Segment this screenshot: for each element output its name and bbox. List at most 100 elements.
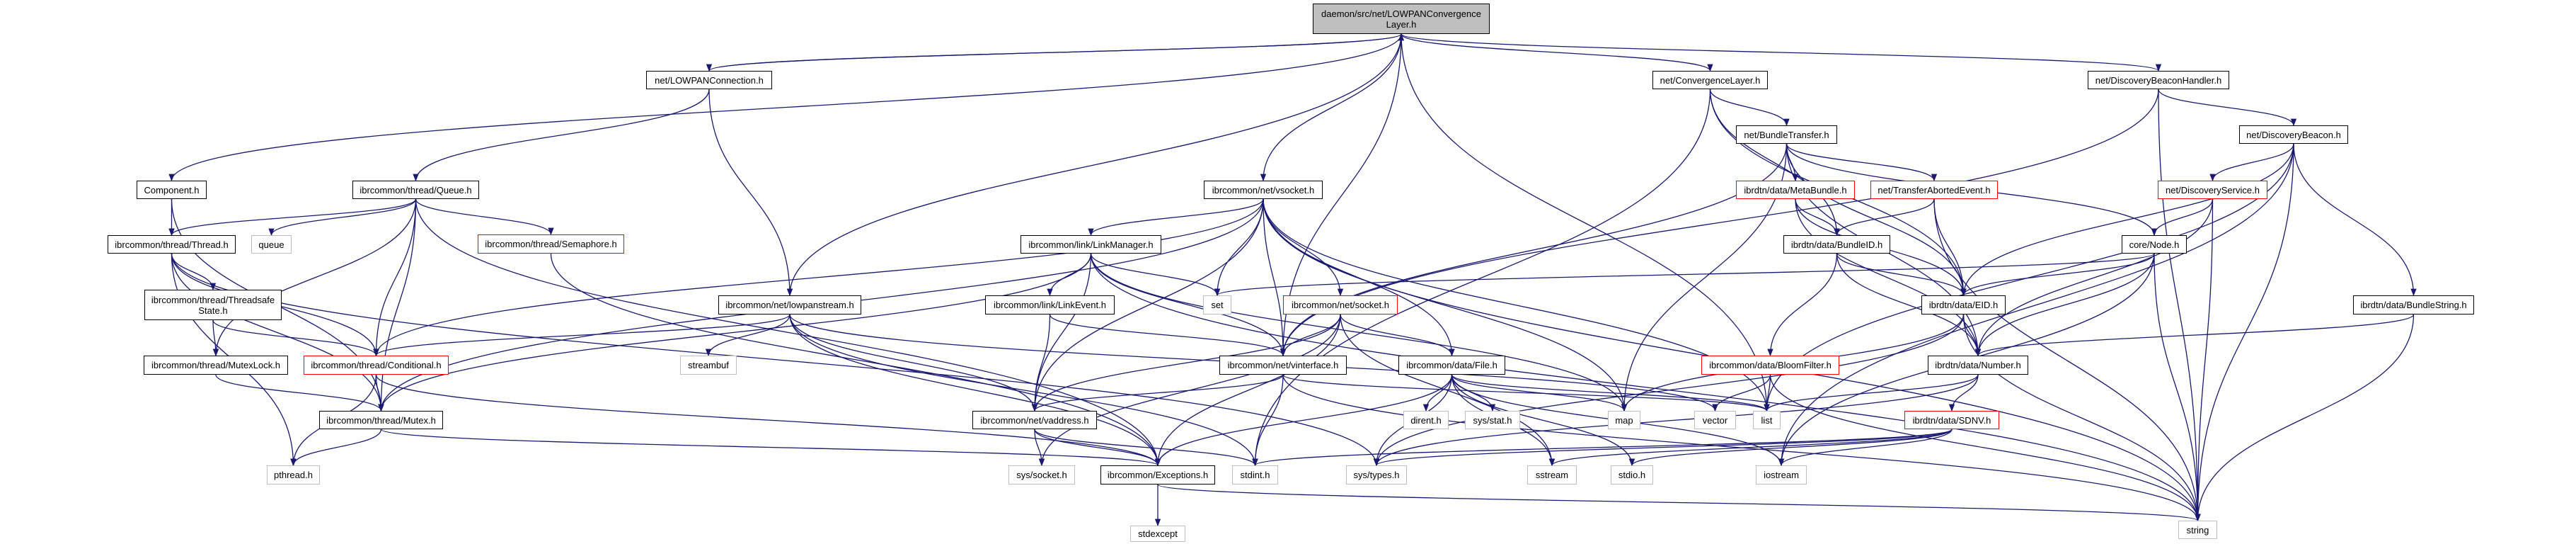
node-discovery-beacon-handler[interactable]: net/DiscoveryBeaconHandler.h <box>2088 71 2229 89</box>
edge-dservice-to-node <box>2151 198 2214 237</box>
node-bundle-string[interactable]: ibrdtn/data/BundleString.h <box>2353 295 2474 314</box>
node-streambuf: streambuf <box>680 356 737 375</box>
edge-mutexlock-to-mutex <box>215 374 384 412</box>
edge-mutex-to-pthread <box>290 429 382 467</box>
node-list: list <box>1753 411 1781 429</box>
edge-dservice-to-string <box>2195 198 2214 522</box>
node-socket[interactable]: ibrcommon/net/socket.h <box>1283 295 1398 314</box>
node-core-node[interactable]: core/Node.h <box>2122 235 2187 254</box>
node-discovery-service[interactable]: net/DiscoveryService.h <box>2158 181 2267 199</box>
edge-bundleid-to-bloomfilter <box>1767 253 1838 357</box>
edge-vsocket-to-vinterface <box>1263 198 1287 357</box>
node-conditional[interactable]: ibrcommon/thread/Conditional.h <box>304 356 449 375</box>
edge-dbeacon-to-dservice <box>2209 143 2294 182</box>
edge-tsstate-to-mutexlock <box>212 319 219 357</box>
edge-queue_h-to-exceptions <box>415 198 1161 467</box>
node-threadsafe-state[interactable]: ibrcommon/thread/Threadsafe State.h <box>144 290 282 320</box>
node-linkevent[interactable]: ibrcommon/link/LinkEvent.h <box>985 295 1115 314</box>
edge-file-to-map <box>1451 374 1628 412</box>
node-sys-stat: sys/stat.h <box>1465 411 1520 429</box>
edge-dbhandler-to-dbeacon <box>2158 89 2297 127</box>
edge-socket-to-exceptions <box>1154 314 1341 467</box>
edge-node-to-set <box>1214 253 2155 297</box>
node-mutex[interactable]: ibrcommon/thread/Mutex.h <box>319 411 443 429</box>
edge-root-to-dbhandler <box>1401 33 2161 72</box>
node-bundle-transfer[interactable]: net/BundleTransfer.h <box>1736 125 1837 144</box>
node-vaddress[interactable]: ibrcommon/net/vaddress.h <box>972 411 1097 429</box>
node-file[interactable]: ibrcommon/data/File.h <box>1398 356 1505 375</box>
edge-lowpanstream-to-streambuf <box>705 314 790 357</box>
edge-dbeacon-to-bundlestring <box>2293 143 2417 297</box>
node-thread[interactable]: ibrcommon/thread/Thread.h <box>108 235 236 254</box>
edge-bundletransfer-to-transferaborted <box>1786 143 1938 182</box>
node-mutexlock[interactable]: ibrcommon/thread/MutexLock.h <box>144 356 288 375</box>
edge-semaphore-to-exceptions <box>550 253 1161 467</box>
node-vinterface[interactable]: ibrcommon/net/vinterface.h <box>1219 356 1347 375</box>
edge-root-to-component <box>168 33 1402 182</box>
edge-queue_h-to-queue <box>268 198 417 237</box>
edge-vaddress-to-exceptions <box>1034 429 1161 467</box>
node-semaphore[interactable]: ibrcommon/thread/Semaphore.h <box>478 234 624 254</box>
edge-file-to-stdio <box>1451 374 1635 467</box>
edge-bloomfilter-to-vector <box>1712 374 1771 412</box>
node-transfer-aborted-event[interactable]: net/TransferAbortedEvent.h <box>1870 181 1998 199</box>
edge-thread-to-mutex <box>171 253 384 412</box>
edge-node-to-eid <box>1960 253 2155 297</box>
edge-lowpanconn-to-queue_h <box>413 89 710 182</box>
edge-number-to-sdnv <box>1948 374 1979 412</box>
node-component[interactable]: Component.h <box>137 181 207 199</box>
edge-metabundle-to-number <box>1795 198 1982 357</box>
edge-lowpanstream-to-conditional <box>373 314 790 357</box>
node-queue-h[interactable]: ibrcommon/thread/Queue.h <box>352 181 479 199</box>
edge-eid-to-number <box>1962 314 1982 357</box>
edge-dbeacon-to-eid <box>1960 143 2294 297</box>
node-eid[interactable]: ibrdtn/data/EID.h <box>1921 295 2006 314</box>
node-root[interactable]: daemon/src/net/LOWPANConvergence Layer.h <box>1313 4 1490 34</box>
node-stdint: stdint.h <box>1232 465 1278 484</box>
edge-bloomfilter-to-string <box>1769 374 2201 522</box>
node-bloomfilter[interactable]: ibrcommon/data/BloomFilter.h <box>1701 356 1839 375</box>
edge-queue_h-to-conditional <box>373 198 417 357</box>
node-vsocket[interactable]: ibrcommon/net/vsocket.h <box>1204 181 1323 199</box>
edge-convlayer-to-bundletransfer <box>1709 89 1790 127</box>
edge-number-to-list <box>1764 374 1979 412</box>
edge-number-to-systypes <box>1373 374 1979 467</box>
edge-socket-to-vaddress <box>1031 314 1341 412</box>
edge-eid-to-systypes <box>1373 314 1965 467</box>
edge-linkmanager-to-vinterface <box>1090 253 1287 357</box>
node-exceptions[interactable]: ibrcommon/Exceptions.h <box>1100 465 1215 484</box>
node-discovery-beacon[interactable]: net/DiscoveryBeacon.h <box>2239 125 2348 144</box>
edge-file-to-exceptions <box>1154 374 1453 467</box>
edge-file-to-list <box>1451 374 1770 412</box>
node-convergence-layer[interactable]: net/ConvergenceLayer.h <box>1652 71 1768 89</box>
edge-conditional-to-exceptions <box>375 374 1161 467</box>
node-sdnv[interactable]: ibrdtn/data/SDNV.h <box>1904 411 1999 429</box>
node-vector: vector <box>1694 411 1736 429</box>
edge-linkmanager-to-vaddress <box>1031 253 1092 412</box>
node-linkmanager[interactable]: ibrcommon/link/LinkManager.h <box>1020 235 1161 254</box>
edge-vinterface-to-vaddress <box>1031 374 1284 412</box>
node-number[interactable]: ibrdtn/data/Number.h <box>1928 356 2028 375</box>
edge-lowpanconn-to-lowpanstream <box>708 89 793 297</box>
edge-vinterface-to-stdint <box>1252 374 1284 467</box>
node-sstream: sstream <box>1527 465 1577 484</box>
edge-root-to-lowpanstream <box>786 33 1402 297</box>
edge-exceptions-to-string <box>1157 484 2201 522</box>
edge-tsstate-to-conditional <box>212 319 379 357</box>
node-sys-types: sys/types.h <box>1346 465 1407 484</box>
edge-dbeacon-to-iostream <box>1778 143 2294 467</box>
node-lowpanconnection[interactable]: net/LOWPANConnection.h <box>646 71 772 89</box>
node-metabundle[interactable]: ibrdtn/data/MetaBundle.h <box>1736 181 1855 199</box>
node-iostream: iostream <box>1756 465 1807 484</box>
edge-queue_h-to-thread <box>168 198 417 237</box>
node-map: map <box>1608 411 1640 429</box>
edge-vsocket-to-vaddress <box>1031 198 1264 412</box>
edge-vsocket-to-map <box>1263 198 1628 412</box>
edges-layer <box>168 33 2417 527</box>
node-bundleid[interactable]: ibrdtn/data/BundleID.h <box>1783 235 1890 254</box>
node-lowpanstream[interactable]: ibrcommon/net/lowpanstream.h <box>718 295 861 314</box>
edge-sdnv-to-sstream <box>1549 429 1953 467</box>
edge-convlayer-to-bundleid <box>1709 89 1840 237</box>
edge-node-to-number <box>1974 253 2155 357</box>
node-pthread: pthread.h <box>267 465 320 484</box>
